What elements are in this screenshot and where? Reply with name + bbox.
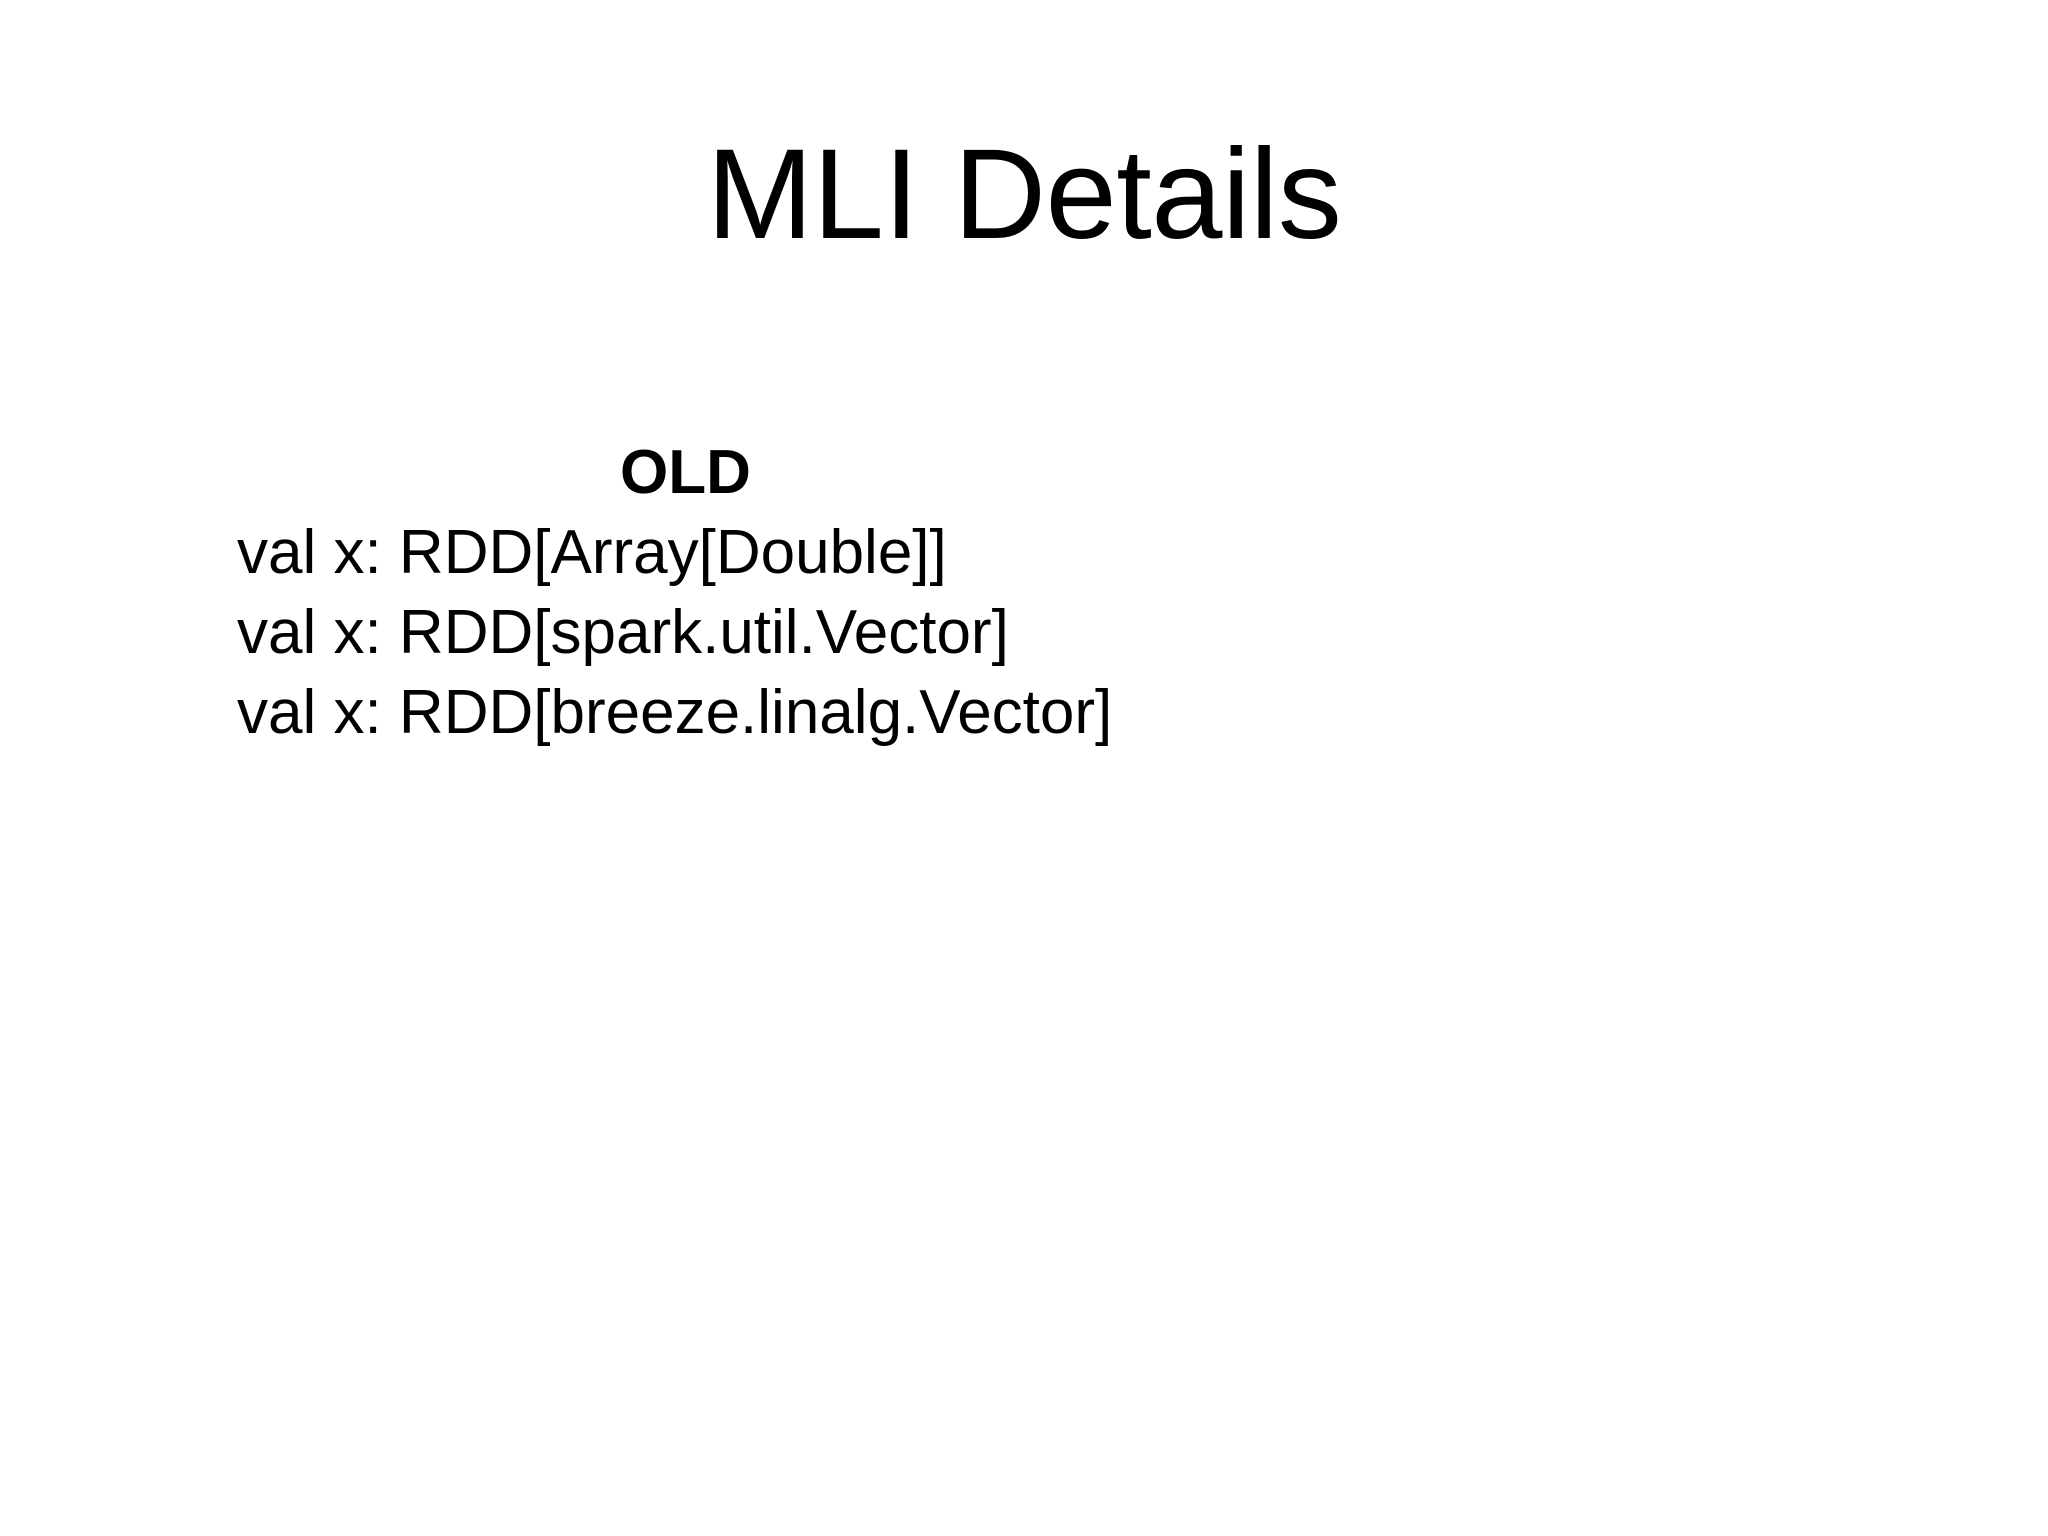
column-heading-old: OLD	[620, 438, 751, 507]
page-title: MLI Details	[706, 122, 1342, 266]
code-line: val x: RDD[breeze.linalg.Vector]	[237, 678, 1113, 748]
code-line: val x: RDD[spark.util.Vector]	[237, 598, 1009, 668]
code-line: val x: RDD[Array[Double]]	[237, 518, 947, 588]
code-line-list: val x: RDD[Array[Double]] val x: RDD[spa…	[237, 513, 1637, 753]
content-body: OLD val x: RDD[Array[Double]] val x: RDD…	[237, 440, 1637, 753]
